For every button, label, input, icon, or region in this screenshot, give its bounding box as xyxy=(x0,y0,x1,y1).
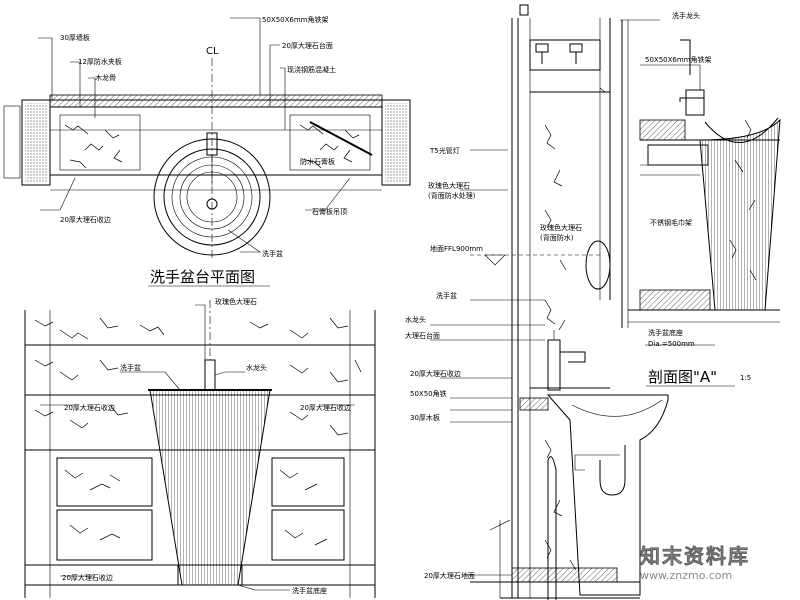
plan-view xyxy=(3,17,411,260)
plan-label-left-3: 木龙骨 xyxy=(95,73,116,82)
watermark-logo: 知末资料库 www.znzmo.com xyxy=(640,540,790,592)
sec-label-layers3: 30厚木板 xyxy=(410,413,440,422)
plan-label-top-right-3: 现浇钢筋混凝土 xyxy=(287,65,336,74)
plan-label-top-left: 30厚墙板 xyxy=(60,33,90,42)
elev-label-bottom-left: 20厚大理石收边 xyxy=(62,573,113,582)
elev-label-right-band: 20厚大理石收边 xyxy=(300,403,351,412)
plan-label-right-bottom: 石膏板吊顶 xyxy=(312,207,347,216)
sec-label-tap: 洗手龙头 xyxy=(672,11,700,20)
section-title: 剖面图"A" xyxy=(648,368,717,386)
sec-label-base: 洗手盆底座 xyxy=(648,328,683,337)
section-labels: 洗手龙头 50X50X6mm角铁架 T5光管灯 玫瑰色大理石 (背面防水处理) … xyxy=(405,11,751,580)
elev-label-bottom: 洗手盆底座 xyxy=(292,586,327,595)
sec-label-dim: Dia.=500mm xyxy=(648,340,695,348)
plan-label-left-bottom: 20厚大理石收边 xyxy=(60,215,111,224)
section-scale: 1:5 xyxy=(740,374,751,382)
sec-label-ctr1: 水龙头 xyxy=(405,315,426,324)
section-view xyxy=(430,4,669,600)
sec-label-layers2: 50X50角铁 xyxy=(410,389,447,398)
sec-label-wall-1: T5光管灯 xyxy=(429,146,460,155)
elevation-labels: 玫瑰色大理石 洗手盆 水龙头 20厚大理石收边 20厚大理石收边 20厚大理石收… xyxy=(62,297,351,595)
plan-label-top-right-2: 20厚大理石台面 xyxy=(282,41,333,50)
plan-label-right-mid: 防水石膏板 xyxy=(300,157,335,166)
sec-label-ctr2: 大理石台面 xyxy=(405,331,440,340)
plan-label-left-2: 12厚防水夹板 xyxy=(78,57,122,66)
plan-labels: CL 30厚墙板 12厚防水夹板 木龙骨 20厚大理石收边 50X50X6mm角… xyxy=(60,15,347,287)
sec-label-angle: 50X50X6mm角铁架 xyxy=(645,55,712,64)
elev-label-basin: 洗手盆 xyxy=(120,363,141,372)
sec-label-floor: 20厚大理石地面 xyxy=(424,571,475,580)
sec-label-mid2: (背面防水) xyxy=(540,233,574,242)
elev-label-tap: 水龙头 xyxy=(246,363,267,372)
elev-label-left-band: 20厚大理石收边 xyxy=(64,403,115,412)
plan-label-basin: 洗手盆 xyxy=(262,249,283,258)
plan-centerline-label: CL xyxy=(206,46,219,57)
elev-label-top: 玫瑰色大理石 xyxy=(215,297,257,306)
section-inset xyxy=(621,20,781,346)
plan-title: 洗手盆台平面图 xyxy=(150,268,255,286)
elevation-view xyxy=(24,300,376,598)
sec-label-mid: 玫瑰色大理石 xyxy=(540,223,582,232)
sec-label-level: 地面FFL900mm xyxy=(430,244,483,253)
plan-label-top-right-1: 50X50X6mm角铁架 xyxy=(262,15,329,24)
sec-label-layers1: 20厚大理石收边 xyxy=(410,369,461,378)
sec-label-wall-3: (背面防水处理) xyxy=(428,191,476,200)
sec-label-towel: 不锈钢毛巾架 xyxy=(650,218,692,227)
sec-label-basin: 洗手盆 xyxy=(436,291,457,300)
watermark-text: 知末资料库 xyxy=(640,544,750,569)
sec-label-wall-2: 玫瑰色大理石 xyxy=(428,181,470,190)
watermark-url: www.znzmo.com xyxy=(640,569,733,582)
